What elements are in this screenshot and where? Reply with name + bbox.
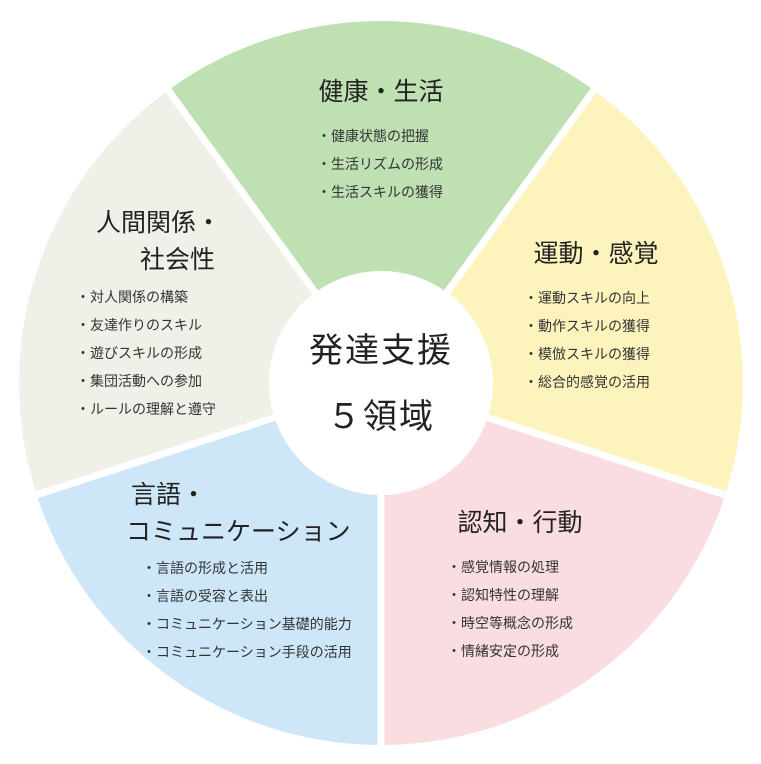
domain-item: ・生活リズムの形成 (317, 157, 443, 173)
domain-language-communication: 言語・ コミュニケーション ・言語の形成と活用 ・言語の受容と表出 ・コミュニケ… (126, 480, 352, 661)
domain-relationships-social: 人間関係・ 社会性 ・対人関係の構築 ・友達作りのスキル ・遊びスキルの形成 ・… (76, 208, 221, 418)
domain-item: ・運動スキルの向上 (524, 291, 650, 307)
domain-title: 認知・行動 (457, 508, 582, 537)
domain-item: ・言語の形成と活用 (142, 561, 268, 577)
sector-cognition-behavior (384, 387, 725, 745)
domain-item: ・動作スキルの獲得 (524, 318, 650, 335)
domain-title: コミュニケーション (126, 517, 351, 546)
domain-item: ・遊びスキルの形成 (76, 346, 202, 362)
domain-item: ・健康状態の把握 (317, 128, 429, 145)
sector-language-communication (37, 387, 378, 745)
domain-item: ・感覚情報の処理 (447, 559, 559, 576)
domain-title: 社会性 (140, 245, 215, 274)
domain-item: ・言語の受容と表出 (142, 588, 268, 605)
center-title-line2: ５領域 (327, 397, 435, 437)
domain-title: 運動・感覚 (533, 239, 658, 268)
center-title-line1: 発達支援 (309, 331, 453, 371)
domain-cognition-behavior: 認知・行動 ・感覚情報の処理 ・認知特性の理解 ・時空等概念の形成 ・情緒安定の… (447, 508, 583, 660)
domain-motor-sensory: 運動・感覚 ・運動スキルの向上 ・動作スキルの獲得 ・模倣スキルの獲得 ・総合的… (524, 239, 659, 391)
domain-item: ・ルールの理解と遵守 (76, 401, 216, 418)
sector-health-life (171, 21, 591, 378)
domain-health-life: 健康・生活 ・健康状態の把握 ・生活リズムの形成 ・生活スキルの獲得 (317, 77, 444, 201)
domain-item: ・総合的感覚の活用 (524, 374, 650, 391)
center-circle (269, 271, 493, 495)
domain-item: ・模倣スキルの獲得 (524, 346, 650, 363)
domain-title: 健康・生活 (318, 77, 443, 106)
domain-item: ・対人関係の構築 (76, 290, 188, 306)
domain-item: ・情緒安定の形成 (447, 644, 559, 660)
domain-item: ・友達作りのスキル (76, 318, 202, 334)
domain-item: ・コミュニケーション基礎的能力 (142, 616, 352, 633)
domain-item: ・集団活動への参加 (76, 373, 202, 390)
domain-item: ・時空等概念の形成 (447, 615, 573, 632)
domain-title: 人間関係・ (96, 208, 221, 237)
domain-item: ・認知特性の理解 (447, 587, 559, 604)
domain-item: ・生活スキルの獲得 (317, 184, 443, 201)
domain-item: ・コミュニケーション手段の活用 (142, 645, 352, 661)
domain-title: 言語・ (131, 480, 206, 509)
